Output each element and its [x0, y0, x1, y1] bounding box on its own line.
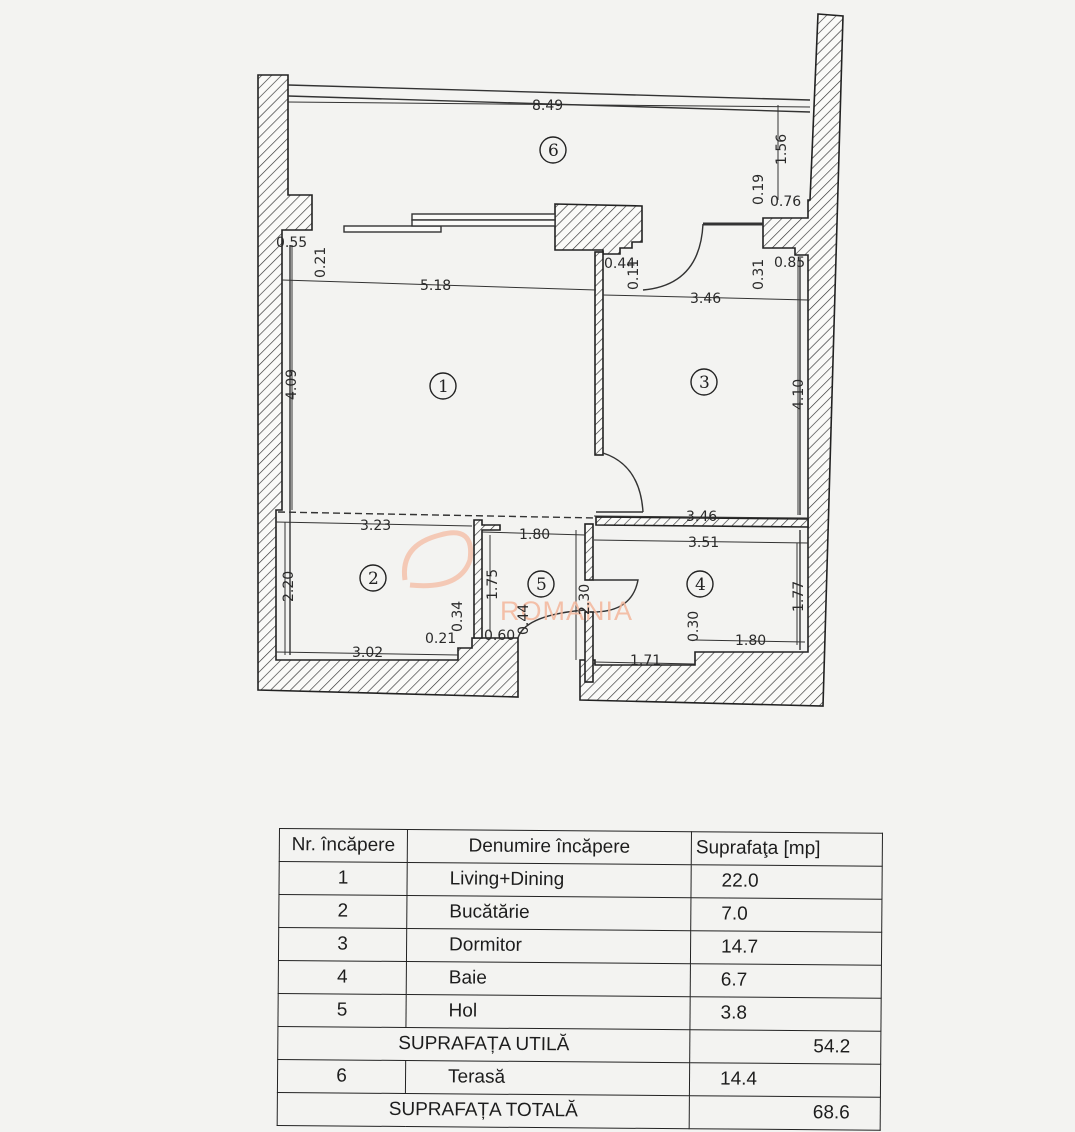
cell-name: Dormitor — [406, 928, 691, 964]
wall-partition-5 — [584, 611, 594, 683]
cell-nr: 5 — [277, 993, 407, 1028]
cell-area: 7.0 — [690, 897, 882, 933]
wall-right — [579, 13, 844, 707]
dim-hall-width: 1.80 — [519, 527, 550, 543]
cell-name: Bucătărie — [406, 895, 691, 931]
table-row: 5 Hol 3.8 — [277, 993, 882, 1032]
dim-bath-depth: 1.77 — [791, 581, 807, 612]
wall-left — [257, 74, 519, 698]
wall-partition-2 — [595, 516, 809, 528]
watermark-swoosh — [401, 530, 474, 589]
dim-kitchen-depth: 2.20 — [281, 571, 297, 602]
cell-name: Terasă — [405, 1060, 690, 1096]
dim-bedroom-width-bottom: 3.46 — [686, 509, 717, 525]
wall-partition-1 — [594, 251, 604, 456]
dim-kitchen-width-top: 3.23 — [360, 518, 391, 534]
wall-partition-3 — [473, 519, 501, 639]
table-row: 1 Living+Dining 22.0 — [278, 861, 883, 900]
wall-pillar — [554, 203, 643, 255]
table-row: 4 Baie 6.7 — [278, 960, 882, 999]
dim-kitchen-notch-w: 0.21 — [425, 631, 456, 647]
dim-column-h: 0.11 — [626, 259, 642, 290]
dim-bath-width-top: 3.51 — [688, 535, 719, 551]
room-label-terrace: 6 — [548, 141, 559, 161]
cell-area: 14.7 — [690, 930, 882, 966]
cell-nr: 1 — [278, 861, 408, 896]
dim-right-wall-h: 0.31 — [751, 259, 767, 290]
total-area-label: SUPRAFAȚA TOTALĂ — [277, 1092, 690, 1129]
dim-hall-side-h: 1.75 — [485, 569, 501, 600]
dim-right-step-h: 0.19 — [751, 174, 767, 205]
cell-area: 14.4 — [689, 1062, 881, 1098]
wall-partition-4 — [584, 523, 594, 581]
dim-kitchen-notch-h: 0.34 — [450, 601, 466, 632]
dim-hall-depth: 2.30 — [577, 584, 593, 615]
terrace-row: 6 Terasă 14.4 — [277, 1059, 881, 1098]
header-room-name: Denumire încăpere — [407, 829, 692, 865]
dim-terrace-depth: 1.56 — [774, 134, 790, 165]
dim-left-step-h: 0.21 — [313, 247, 329, 278]
area-table: Nr. încăpere Denumire încăpere Suprafaţa… — [277, 828, 883, 1131]
dim-right-wall-w: 0.85 — [774, 255, 805, 271]
dim-bath-notch-h: 0.30 — [686, 611, 702, 642]
room-label-bath: 4 — [695, 575, 706, 595]
room-label-hall: 5 — [536, 575, 547, 595]
dim-right-step-w: 0.76 — [770, 194, 801, 210]
cell-name: Baie — [406, 961, 691, 997]
room-label-bedroom: 3 — [699, 373, 710, 393]
room-label-kitchen: 2 — [368, 569, 379, 589]
floor-plan: ROMANIA 8.49 1.56 0.19 0.76 0.31 0.85 0.… — [257, 13, 844, 707]
dim-bath-width-left: 1.71 — [630, 653, 661, 669]
cell-name: Hol — [405, 994, 691, 1030]
table-row: 2 Bucătărie 7.0 — [278, 894, 882, 933]
table-row: 3 Dormitor 14.7 — [278, 927, 882, 966]
cell-nr: 4 — [278, 960, 407, 995]
cell-area: 22.0 — [690, 864, 883, 900]
dim-hall-bottom-w: 0.60 — [484, 628, 515, 644]
dim-living-width: 5.18 — [420, 278, 451, 294]
dim-kitchen-width-bottom: 3.02 — [352, 645, 383, 661]
dim-bath-width-right: 1.80 — [735, 633, 766, 649]
cell-area: 6.7 — [690, 963, 882, 999]
dim-left-step-w: 0.55 — [276, 235, 307, 251]
cell-nr: 2 — [278, 894, 407, 929]
cell-area: 3.8 — [689, 996, 882, 1032]
useful-area-label: SUPRAFAȚA UTILĂ — [277, 1026, 690, 1063]
total-area-row: SUPRAFAȚA TOTALĂ 68.6 — [277, 1092, 881, 1131]
dim-bedroom-width-top: 3.46 — [690, 291, 721, 307]
table-header-row: Nr. încăpere Denumire încăpere Suprafaţa… — [279, 828, 883, 867]
cell-nr: 3 — [278, 927, 407, 962]
total-area-value: 68.6 — [689, 1095, 881, 1131]
useful-area-row: SUPRAFAȚA UTILĂ 54.2 — [277, 1026, 881, 1065]
header-room-nr: Nr. încăpere — [279, 828, 408, 863]
cell-nr: 6 — [277, 1059, 406, 1094]
cell-name: Living+Dining — [406, 862, 692, 898]
room-label-living: 1 — [438, 377, 449, 397]
dim-living-depth: 4.09 — [284, 369, 300, 400]
dim-terrace-width: 8.49 — [532, 98, 563, 114]
dim-hall-door-jamb: 0.44 — [516, 604, 532, 635]
dim-bedroom-depth: 4.10 — [791, 379, 807, 410]
useful-area-value: 54.2 — [689, 1029, 881, 1065]
watermark-text: ROMANIA — [500, 596, 633, 626]
dim-column-w: 0.44 — [604, 256, 635, 272]
header-area: Suprafaţa [mp] — [691, 831, 883, 867]
